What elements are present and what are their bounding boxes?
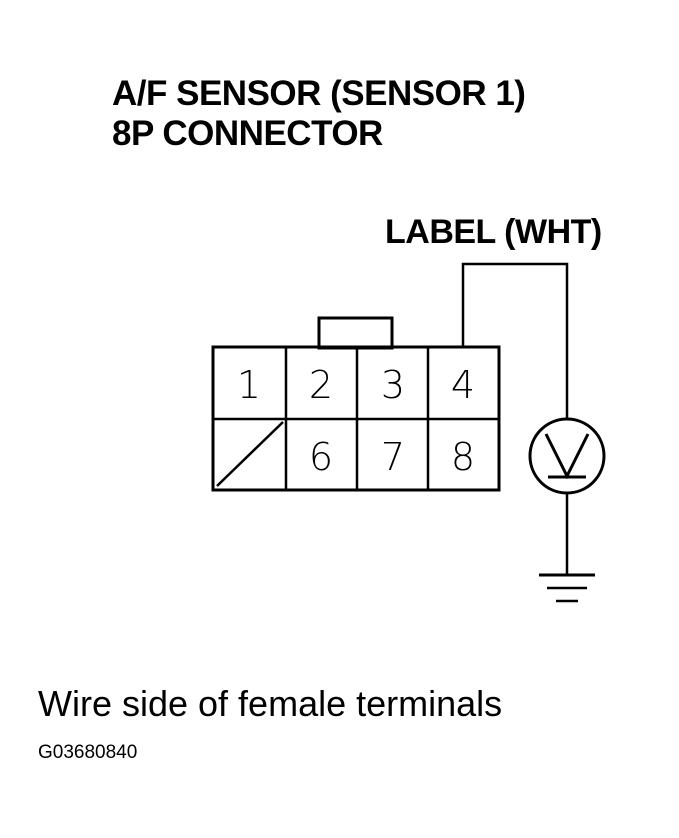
pin-1-label: 1 <box>237 363 261 407</box>
wire-label: LABEL (WHT) <box>385 213 602 251</box>
connector-lock-tab <box>317 316 394 350</box>
pin-8-label: 8 <box>451 435 475 479</box>
empty-cavity-mark <box>216 421 284 487</box>
title-line-1: A/F SENSOR (SENSOR 1) <box>112 74 526 113</box>
title-line-2: 8P CONNECTOR <box>112 114 383 153</box>
pin-2-label: 2 <box>309 363 333 407</box>
ground-icon <box>539 573 595 603</box>
pin-3-label: 3 <box>381 363 405 407</box>
pin-6-label: 6 <box>309 435 333 479</box>
pin-4-label: 4 <box>451 363 475 407</box>
figure-id: G03680840 <box>38 742 138 763</box>
voltmeter-icon <box>528 417 606 495</box>
diagram-caption: Wire side of female terminals <box>38 683 503 724</box>
diagram-title: A/F SENSOR (SENSOR 1) 8P CONNECTOR <box>112 74 526 154</box>
probe-wire <box>461 262 569 420</box>
pin-7-label: 7 <box>381 435 405 479</box>
